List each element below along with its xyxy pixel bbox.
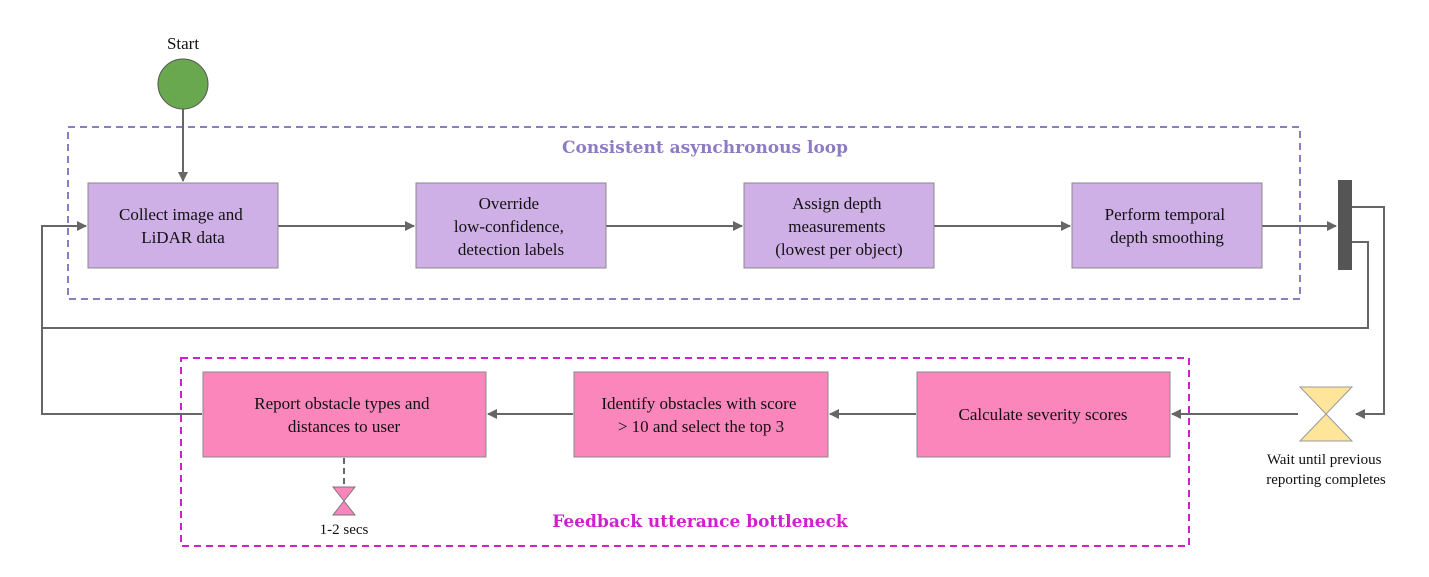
arrow-report-to-collect (41, 226, 202, 415)
wait-label-line-1: Wait until previous (1267, 452, 1382, 468)
svg-text:Assign depth measurement: Assign depth measurements (lowest per ob… (775, 194, 902, 259)
override-box-line-3: detection labels (458, 240, 564, 259)
smoothing-box-line-2: depth smoothing (1110, 228, 1224, 247)
sync-bar (1338, 180, 1352, 270)
override-box-line-1: Override (479, 194, 539, 213)
loop-box-override: Override low-confidence, detection label… (415, 182, 607, 269)
svg-text:Collect image and LiDAR: Collect image and LiDAR data (119, 205, 247, 247)
loop-box-smoothing: Perform temporal depth smoothing (1071, 182, 1263, 269)
hourglass-icon (331, 486, 357, 516)
identify-box-line-1: Identify obstacles with score (601, 394, 796, 413)
feedback-box-severity: Calculate severity scores (916, 371, 1171, 458)
loop-group-title: Consistent asynchronous loop (562, 138, 848, 158)
delay-label: 1-2 secs (320, 522, 369, 538)
assign-box-line-1: Assign depth (792, 194, 882, 213)
loop-group-border (67, 126, 1301, 300)
override-box-line-2: low-confidence, (454, 217, 564, 236)
feedback-box-report: Report obstacle types and distances to u… (202, 371, 487, 458)
assign-box-line-2: measurements (788, 217, 885, 236)
start-node (157, 58, 209, 110)
hourglass-icon (1298, 386, 1354, 442)
loop-box-assign: Assign depth measurements (lowest per ob… (743, 182, 935, 269)
svg-text:Override low-confidence,: Override low-confidence, detection label… (454, 194, 568, 259)
report-box-line-2: distances to user (288, 417, 401, 436)
svg-text:Calculate severity scores: Calculate severity scores (959, 405, 1128, 424)
arrow-sync-to-wait (1352, 206, 1385, 419)
collect-box-line-2: LiDAR data (141, 228, 225, 247)
feedback-box-identify: Identify obstacles with score > 10 and s… (573, 371, 829, 458)
feedback-group-border (180, 357, 1190, 547)
feedback-group-title: Feedback utterance bottleneck (552, 512, 849, 532)
collect-box-line-1: Collect image and (119, 205, 243, 224)
svg-text:Perform temporal depth s: Perform temporal depth smoothing (1105, 205, 1230, 247)
svg-text:Report obstacle types and: Report obstacle types and distances to u… (254, 394, 433, 436)
wait-label-line-2: reporting completes (1266, 472, 1386, 488)
smoothing-box-line-1: Perform temporal (1105, 205, 1226, 224)
wait-label: Wait until previous reporting completes (1266, 452, 1386, 488)
svg-text:Identify obstacles with score: Identify obstacles with score > 10 and s… (601, 394, 800, 436)
assign-box-line-3: (lowest per object) (775, 240, 902, 259)
loop-box-collect: Collect image and LiDAR data (87, 182, 279, 269)
start-label: Start (167, 34, 199, 53)
severity-box-line-1: Calculate severity scores (959, 405, 1128, 424)
identify-box-line-2: > 10 and select the top 3 (618, 417, 784, 436)
arrow-loop-back (41, 221, 1369, 329)
report-box-line-1: Report obstacle types and (254, 394, 430, 413)
